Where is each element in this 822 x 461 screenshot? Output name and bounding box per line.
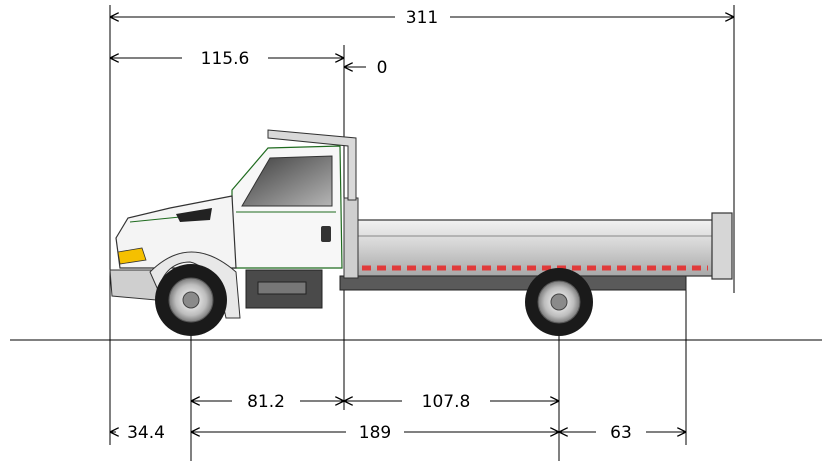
dump-body-tailgate (711, 212, 733, 280)
rear-wheel (525, 268, 593, 336)
label-front-axle-to-back-of-cab: 81.2 (247, 392, 285, 412)
label-back-of-cab-reference: 0 (377, 58, 388, 78)
cab-window (241, 155, 333, 207)
front-wheel (155, 264, 227, 336)
label-bumper-to-front-axle: 34.4 (127, 423, 165, 443)
label-back-of-cab-to-rear-axle: 107.8 (422, 392, 471, 412)
frame-rail (339, 275, 687, 291)
label-wheelbase: 189 (359, 423, 391, 443)
dump-body-headboard (343, 197, 359, 279)
headlight (117, 247, 147, 265)
hood-vent (176, 208, 212, 222)
door-handle (321, 226, 331, 242)
cab-step (257, 281, 307, 295)
label-rear-axle-to-frame-end: 63 (610, 423, 632, 443)
label-overall-length: 311 (406, 8, 438, 28)
dimension-lines (110, 17, 734, 444)
truck-illustration (109, 129, 733, 336)
dimension-labels: 311 115.6 0 81.2 107.8 34.4 189 63 (127, 8, 632, 443)
exhaust-stack (267, 129, 357, 201)
label-bumper-to-back-of-cab: 115.6 (201, 49, 250, 69)
